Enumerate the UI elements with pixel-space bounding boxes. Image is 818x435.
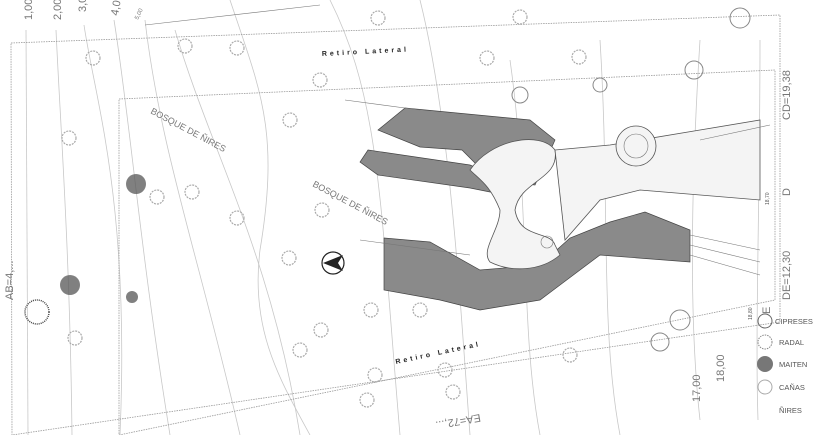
cane-icon bbox=[757, 379, 773, 395]
legend-label: RADAL bbox=[779, 338, 804, 347]
side-ab-label: AB=4,... bbox=[4, 261, 16, 300]
spot-level: 18,70 bbox=[765, 192, 771, 205]
building bbox=[344, 99, 771, 311]
side-de-label: DE=12,30 bbox=[781, 251, 793, 300]
radal-tree-icon bbox=[757, 334, 773, 350]
setback-label-bottom: Retiro Lateral bbox=[395, 341, 482, 366]
contour-label: 3,00 bbox=[77, 0, 89, 12]
setback-boundary bbox=[118, 69, 776, 435]
legend: CIPRESES RADAL MAITEN CAÑAS ÑIRES bbox=[757, 313, 813, 415]
legend-label: CIPRESES bbox=[775, 317, 813, 326]
contour-label: 4,00 bbox=[109, 0, 125, 17]
contour-label: 5,00 bbox=[134, 7, 145, 21]
legend-label: CAÑAS bbox=[779, 383, 805, 392]
level-label: 18,00 bbox=[715, 354, 727, 382]
maiten-tree-icon bbox=[757, 356, 773, 372]
corner-d-label: D bbox=[781, 188, 793, 196]
forest-label: BOSQUE DE ÑIRES bbox=[149, 106, 227, 154]
trees bbox=[24, 7, 751, 408]
cypress-tree-icon bbox=[757, 313, 773, 329]
legend-label: ÑIRES bbox=[779, 406, 802, 415]
side-cd-label: CD=19,38 bbox=[781, 70, 793, 120]
corner-e-label: E bbox=[761, 307, 773, 314]
spot-level: 18,80 bbox=[748, 307, 754, 320]
contour-label: 1,00 bbox=[23, 0, 35, 20]
side-ea-label: EA=72,... bbox=[435, 411, 482, 431]
property-boundary bbox=[10, 14, 781, 435]
contour-lines bbox=[25, 0, 761, 435]
level-label: 17,00 bbox=[691, 374, 703, 402]
contour-label: 2,00 bbox=[52, 0, 64, 20]
north-arrow-icon bbox=[321, 251, 345, 275]
legend-label: MAITEN bbox=[779, 360, 807, 369]
setback-label-top: Retiro Lateral bbox=[322, 46, 409, 58]
